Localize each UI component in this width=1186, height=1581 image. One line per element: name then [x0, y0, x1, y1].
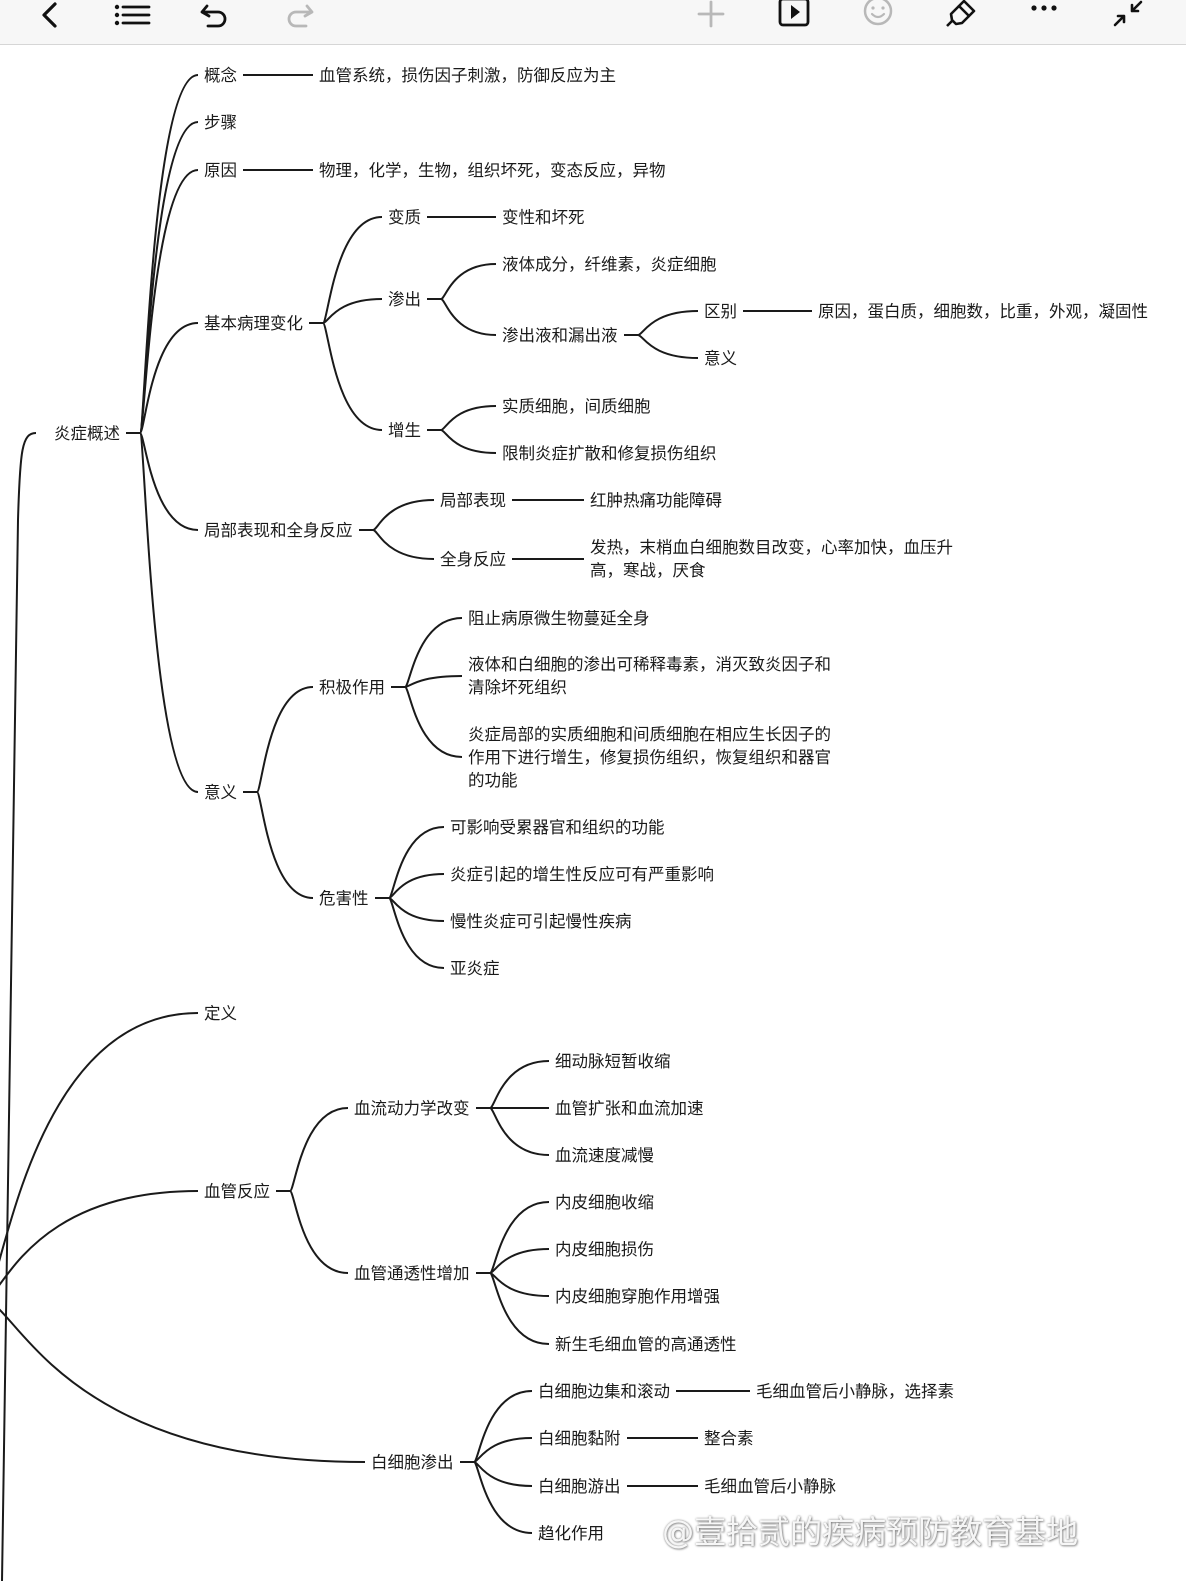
node-jiji-1[interactable]: 阻止病原微生物蔓延全身 [464, 606, 654, 630]
node-xgtt-4[interactable]: 新生毛细血管的高通透性 [551, 1332, 741, 1356]
node-bianzhi[interactable]: 变质 [384, 205, 425, 229]
node-yiyi[interactable]: 意义 [200, 780, 241, 804]
node-jiji-3[interactable]: 炎症局部的实质细胞和间质细胞在相应生长因子的作用下进行增生，修复损伤组织，恢复组… [464, 722, 844, 792]
node-bxb-3d[interactable]: 毛细血管后小静脉 [700, 1474, 840, 1498]
redo-icon[interactable] [276, 0, 322, 38]
node-xldl-1[interactable]: 细动脉短暂收缩 [551, 1049, 675, 1073]
node-bxb-1d[interactable]: 毛细血管后小静脉，选择素 [752, 1379, 958, 1403]
more-icon[interactable] [1021, 0, 1067, 38]
node-shenchu-1[interactable]: 液体成分，纤维素，炎症细胞 [498, 252, 721, 276]
node-wh-4[interactable]: 亚炎症 [446, 956, 504, 980]
node-buzhou[interactable]: 步骤 [200, 110, 241, 134]
node-xgtt[interactable]: 血管通透性增加 [350, 1261, 474, 1285]
node-xldl-2[interactable]: 血管扩张和血流加速 [551, 1096, 708, 1120]
node-qsfy-d[interactable]: 发热，末梢血白细胞数目改变，心率加快，血压升高，寒战，厌食 [586, 536, 964, 582]
node-yuanyin[interactable]: 原因 [200, 158, 241, 182]
node-qubie-d[interactable]: 原因，蛋白质，细胞数，比重，外观，凝固性 [814, 299, 1152, 323]
node-zs-1[interactable]: 实质细胞，间质细胞 [498, 394, 655, 418]
node-shenchu-2[interactable]: 渗出液和漏出液 [498, 323, 622, 347]
add-icon[interactable] [688, 0, 734, 38]
format-brush-icon[interactable] [938, 0, 984, 38]
node-shenchu[interactable]: 渗出 [384, 287, 425, 311]
node-root[interactable]: 炎症概述 [50, 421, 124, 445]
node-bxb-2d[interactable]: 整合素 [700, 1426, 758, 1450]
play-icon[interactable] [771, 0, 817, 38]
node-weihai[interactable]: 危害性 [315, 886, 373, 910]
node-yiyi-s[interactable]: 意义 [700, 346, 741, 370]
node-bxb[interactable]: 白细胞渗出 [367, 1450, 458, 1474]
node-jbbx[interactable]: 局部表现 [436, 488, 510, 512]
node-xldl-3[interactable]: 血流速度减慢 [551, 1143, 658, 1167]
node-jbbx-d[interactable]: 红肿热痛功能障碍 [586, 488, 726, 512]
emoji-icon[interactable] [855, 0, 901, 38]
node-bianzhi-d[interactable]: 变性和坏死 [498, 205, 589, 229]
node-wh-3[interactable]: 慢性炎症可引起慢性疾病 [446, 909, 636, 933]
node-wh-1[interactable]: 可影响受累器官和组织的功能 [446, 815, 669, 839]
node-zs-2[interactable]: 限制炎症扩散和修复损伤组织 [498, 441, 721, 465]
node-bxb-4[interactable]: 趋化作用 [534, 1521, 608, 1545]
node-yuanyin-d[interactable]: 物理，化学，生物，组织坏死，变态反应，异物 [315, 158, 670, 182]
node-xldl[interactable]: 血流动力学改变 [350, 1096, 474, 1120]
node-wh-2[interactable]: 炎症引起的增生性反应可有严重影响 [446, 862, 718, 886]
node-dingyi[interactable]: 定义 [200, 1001, 241, 1025]
node-bxb-1[interactable]: 白细胞边集和滚动 [534, 1379, 674, 1403]
back-icon[interactable] [26, 0, 72, 38]
outline-list-icon[interactable] [109, 0, 155, 38]
node-zengsheng[interactable]: 增生 [384, 418, 425, 442]
undo-icon[interactable] [192, 0, 238, 38]
node-jiji[interactable]: 积极作用 [315, 675, 389, 699]
watermark-text: @壹拾贰的疾病预防教育基地 [652, 1513, 1079, 1551]
node-gainian[interactable]: 概念 [200, 63, 241, 87]
node-jubu[interactable]: 局部表现和全身反应 [200, 518, 357, 542]
node-qsfy[interactable]: 全身反应 [436, 547, 510, 571]
node-gainian-d[interactable]: 血管系统，损伤因子刺激，防御反应为主 [315, 63, 620, 87]
node-jiji-2[interactable]: 液体和白细胞的渗出可稀释毒素，消灭致炎因子和清除坏死组织 [464, 653, 844, 699]
node-xgfy[interactable]: 血管反应 [200, 1179, 274, 1203]
top-toolbar [0, 0, 1186, 45]
node-jiben[interactable]: 基本病理变化 [200, 311, 307, 335]
node-bxb-3[interactable]: 白细胞游出 [534, 1474, 625, 1498]
node-xgtt-2[interactable]: 内皮细胞损伤 [551, 1237, 658, 1261]
node-bxb-2[interactable]: 白细胞黏附 [534, 1426, 625, 1450]
collapse-icon[interactable] [1105, 0, 1151, 38]
node-qubie[interactable]: 区别 [700, 299, 741, 323]
node-xgtt-3[interactable]: 内皮细胞穿胞作用增强 [551, 1284, 724, 1308]
node-xgtt-1[interactable]: 内皮细胞收缩 [551, 1190, 658, 1214]
